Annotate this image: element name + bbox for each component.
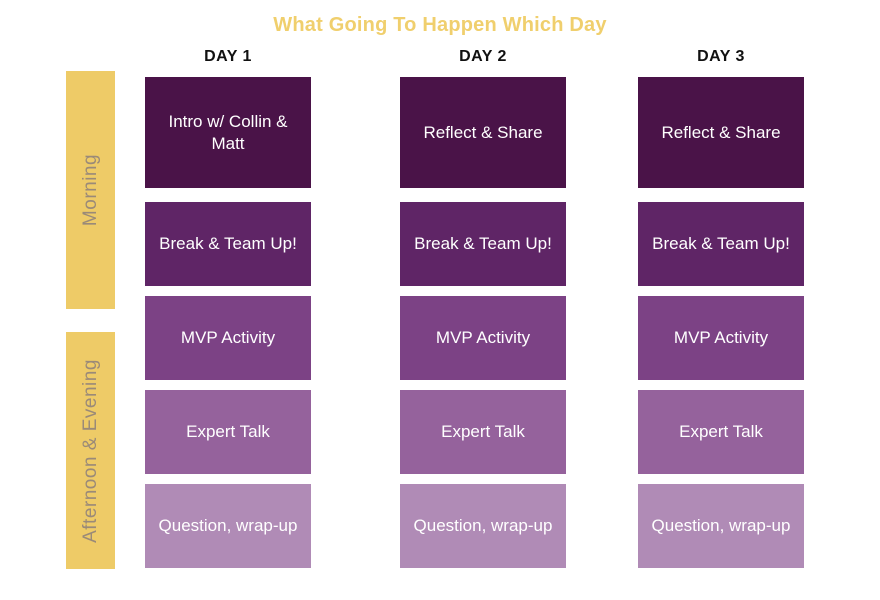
day-2-question-cell: Question, wrap-up [400, 484, 566, 568]
day-1-header: DAY 1 [204, 48, 252, 65]
day-3-mvp-cell: MVP Activity [638, 296, 804, 380]
morning-label: Morning [79, 153, 101, 227]
day-2-header: DAY 2 [459, 48, 507, 65]
day-1-mvp-cell: MVP Activity [145, 296, 311, 380]
day-1-intro-cell: Intro w/ Collin & Matt [145, 77, 311, 188]
day-3-break-cell: Break & Team Up! [638, 202, 804, 286]
day-2-reflect-cell: Reflect & Share [400, 77, 566, 188]
morning-band: Morning [66, 71, 115, 309]
day-1-expert-cell: Expert Talk [145, 390, 311, 474]
day-2-break-cell: Break & Team Up! [400, 202, 566, 286]
day-3-header: DAY 3 [697, 48, 745, 65]
page-title: What Going To Happen Which Day [273, 14, 607, 36]
day-2-mvp-cell: MVP Activity [400, 296, 566, 380]
day-3-reflect-cell: Reflect & Share [638, 77, 804, 188]
day-1-question-cell: Question, wrap-up [145, 484, 311, 568]
day-1-break-cell: Break & Team Up! [145, 202, 311, 286]
afternoon-evening-band: Afternoon & Evening [66, 332, 115, 569]
day-3-expert-cell: Expert Talk [638, 390, 804, 474]
day-2-expert-cell: Expert Talk [400, 390, 566, 474]
day-3-question-cell: Question, wrap-up [638, 484, 804, 568]
afternoon-evening-label: Afternoon & Evening [79, 358, 101, 543]
